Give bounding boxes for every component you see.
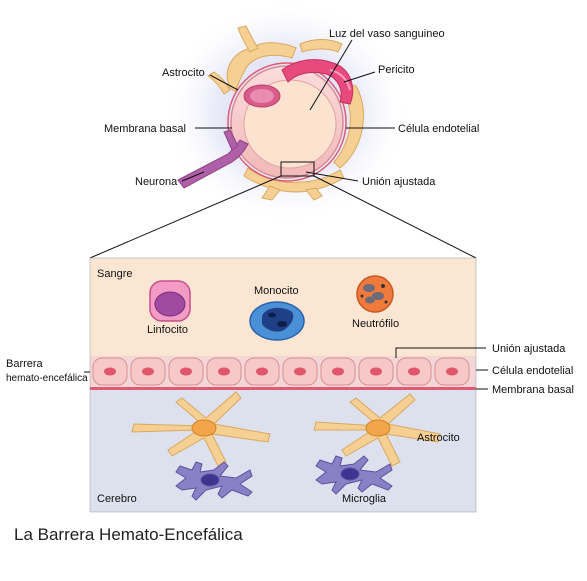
label-neutrophil: Neutrófilo [352,318,399,330]
tight-junction-leader [305,171,359,182]
endothelial-cell-nucleus [408,367,420,376]
lumen-leader [309,39,353,111]
label-lymphocyte: Linfocito [147,324,188,336]
label-astrocyte-bottom: Astrocito [417,432,460,444]
neuron-branch [223,129,239,151]
label-endothelial-top: Célula endotelial [398,123,479,135]
label-endothelial-bottom: Célula endotelial [492,365,573,377]
label-monocyte: Monocito [254,285,299,297]
pericyte-highlight [329,69,351,91]
zoom-line-left [89,175,282,259]
microglia-left [175,461,253,501]
neuron-leader [181,171,205,182]
endothelial-cell-nucleus [294,367,306,376]
endothelial-cell-nucleus [256,367,268,376]
label-pericyte: Pericito [378,64,415,76]
label-barrier-line2: hemato-encefálica [6,373,88,384]
panel-border [89,257,477,513]
label-basal-membrane-bottom: Membrana basal [492,384,574,396]
label-neuron: Neurona [135,176,178,188]
barrier-detail-panel: Sangre Cerebro Monocito Linfocito Neutró… [6,257,574,513]
zoom-line-right [313,175,477,259]
endothelial-cell-nucleus [142,367,154,376]
brain-region [90,390,476,512]
monocyte [249,301,305,341]
vessel-cross-section: Luz del vaso sanguineo Astrocito Pericit… [104,0,479,224]
astrocyte-leader [209,74,239,91]
label-lumen: Luz del vaso sanguineo [329,28,445,40]
label-astrocyte-top: Astrocito [162,67,205,79]
astrocyte-left [131,391,271,467]
diagram-caption: La Barrera Hemato-Encefálica [14,525,243,544]
label-tight-junction-bottom: Unión ajustada [492,343,566,355]
endothelial-cell-nucleus [180,367,192,376]
endothelial-cell-row [92,357,470,386]
endothelial-cell-nucleus [370,367,382,376]
astrocyte-endfeet [207,25,364,201]
label-microglia: Microglia [342,493,387,505]
endothelial-cell-nucleus [446,367,458,376]
basal-membrane-line [90,387,476,390]
tight-junction-box [280,161,315,177]
label-barrier-line1: Barrera [6,358,44,370]
neutrophil [356,275,394,313]
endothelial-cell-nucleus [332,367,344,376]
lymphocyte [149,280,191,322]
label-basal-membrane-top: Membrana basal [104,123,186,135]
endothelial-cell-nucleus [104,367,116,376]
pericyte-leader [343,71,376,83]
astrocyte-right [313,393,441,467]
tight-junction-bottom-leader [395,347,486,358]
endothelial-cell-nucleus [218,367,230,376]
label-blood: Sangre [97,268,132,280]
label-tight-junction-top: Unión ajustada [362,176,436,188]
microglia-right [315,455,393,495]
basal-membrane-ring [227,62,347,182]
endothelial-nucleus-inner [250,89,274,103]
label-brain: Cerebro [97,493,137,505]
